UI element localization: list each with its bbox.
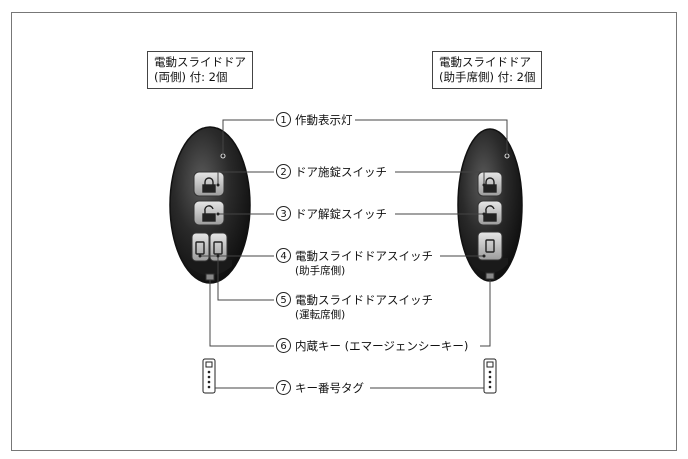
callout-number: 2 (276, 164, 291, 179)
lock-icon-body (483, 184, 497, 193)
leader-lines (200, 119, 508, 389)
callout-text: 内蔵キー (エマージェンシーキー) (295, 339, 469, 353)
callout-1: 1 作動表示灯 (274, 112, 355, 128)
unlock-icon-body (483, 213, 497, 222)
left-key-fob (169, 126, 251, 284)
lock-icon-body (202, 184, 216, 193)
callout-number: 5 (276, 292, 291, 307)
callout-text: ドア施錠スイッチ (295, 165, 387, 179)
slide-door-icon (485, 239, 495, 253)
left-key-caption-line2: (両側) 付: 2個 (154, 70, 228, 84)
lock-icon (204, 177, 214, 186)
callout-number: 1 (276, 112, 291, 127)
left-unlock-button (193, 200, 225, 226)
callout-text: 作動表示灯 (295, 113, 353, 127)
callout-3: 3 ドア解錠スイッチ (274, 206, 389, 222)
callout-text: ドア解錠スイッチ (295, 207, 387, 221)
right-key-caption: 電動スライドドア (助手席側) 付: 2個 (432, 51, 543, 89)
unlock-icon (485, 205, 495, 215)
callout-number: 6 (276, 338, 291, 353)
figure-frame (11, 12, 677, 451)
slide-door-icon (213, 241, 223, 255)
callout-5: 5 電動スライドドアスイッチ (運転席側) (274, 292, 435, 323)
callout-number: 3 (276, 206, 291, 221)
left-emergency-key-slot (205, 273, 215, 281)
callout-text: 電動スライドドアスイッチ (295, 249, 433, 263)
right-key-fob (457, 128, 523, 282)
callout-subtext: (助手席側) (295, 265, 346, 277)
left-key-caption-line1: 電動スライドドア (154, 55, 246, 69)
unlock-icon (204, 205, 214, 215)
leader-dots (198, 154, 509, 258)
left-lock-button (193, 171, 225, 197)
callout-4: 4 電動スライドドアスイッチ (助手席側) (274, 248, 435, 279)
right-key-number-tag (483, 358, 497, 394)
right-key-caption-line2: (助手席側) 付: 2個 (439, 70, 536, 84)
right-slide-door-button (477, 231, 503, 261)
right-key-caption-line1: 電動スライドドア (439, 55, 531, 69)
callout-number: 4 (276, 248, 291, 263)
callout-text: 電動スライドドアスイッチ (295, 293, 433, 307)
callout-2: 2 ドア施錠スイッチ (274, 164, 389, 180)
callout-6: 6 内蔵キー (エマージェンシーキー) (274, 338, 471, 354)
unlock-icon-body (202, 213, 216, 222)
callout-number: 7 (276, 380, 291, 395)
left-key-number-tag (202, 358, 216, 394)
right-emergency-key-slot (485, 272, 495, 280)
callout-7: 7 キー番号タグ (274, 380, 366, 396)
callout-text: キー番号タグ (295, 381, 364, 395)
slide-door-icon (195, 241, 205, 255)
callout-subtext: (運転席側) (295, 309, 346, 321)
lock-icon (485, 177, 495, 186)
left-key-caption: 電動スライドドア (両側) 付: 2個 (147, 51, 253, 89)
